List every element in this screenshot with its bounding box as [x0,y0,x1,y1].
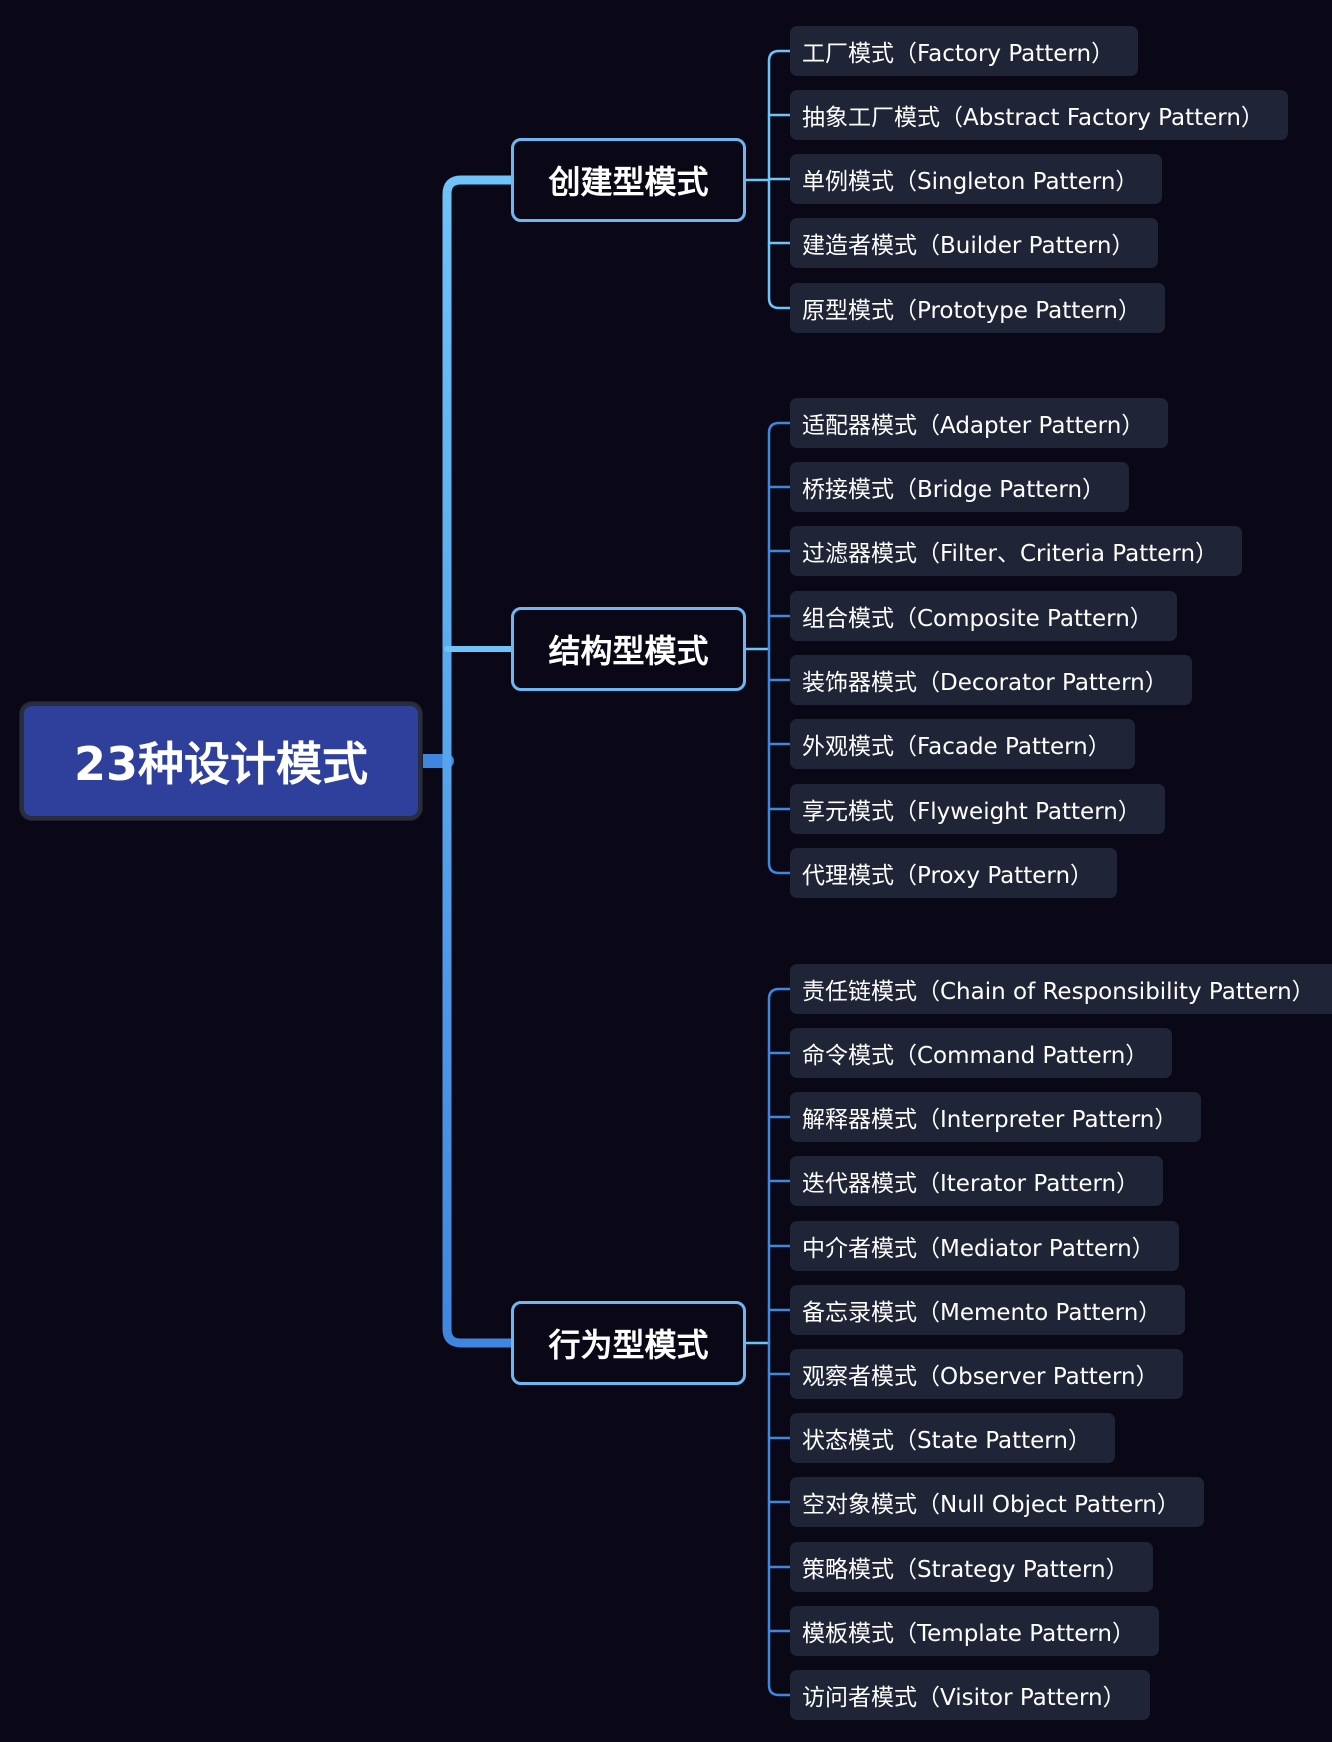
leaf-node[interactable]: 解释器模式（Interpreter Pattern） [790,1092,1202,1142]
branch-node-structural[interactable]: 结构型模式 [511,607,746,691]
leaf-node[interactable]: 工厂模式（Factory Pattern） [790,26,1139,76]
trunk-connector [442,175,516,1348]
leaf-bracket [767,987,792,1697]
leaf-bracket [767,421,792,875]
leaf-node[interactable]: 备忘录模式（Memento Pattern） [790,1285,1186,1335]
leaf-node[interactable]: 访问者模式（Visitor Pattern） [790,1670,1150,1720]
root-node[interactable]: 23种设计模式 [20,702,422,820]
leaf-node[interactable]: 策略模式（Strategy Pattern） [790,1542,1153,1592]
leaf-node[interactable]: 单例模式（Singleton Pattern） [790,154,1163,204]
leaf-node[interactable]: 责任链模式（Chain of Responsibility Pattern） [790,964,1332,1014]
leaf-node[interactable]: 代理模式（Proxy Pattern） [790,848,1118,898]
leaf-node[interactable]: 观察者模式（Observer Pattern） [790,1349,1183,1399]
branch-node-creational[interactable]: 创建型模式 [511,138,746,222]
leaf-node[interactable]: 桥接模式（Bridge Pattern） [790,462,1130,512]
leaf-node[interactable]: 迭代器模式（Iterator Pattern） [790,1156,1164,1206]
leaf-node[interactable]: 适配器模式（Adapter Pattern） [790,398,1169,448]
branch-node-behavioral[interactable]: 行为型模式 [511,1301,746,1385]
leaf-node[interactable]: 享元模式（Flyweight Pattern） [790,784,1165,834]
leaf-node[interactable]: 抽象工厂模式（Abstract Factory Pattern） [790,90,1288,140]
leaf-node[interactable]: 命令模式（Command Pattern） [790,1028,1173,1078]
leaf-node[interactable]: 装饰器模式（Decorator Pattern） [790,655,1192,705]
leaf-node[interactable]: 组合模式（Composite Pattern） [790,591,1177,641]
leaf-node[interactable]: 状态模式（State Pattern） [790,1413,1115,1463]
leaf-node[interactable]: 建造者模式（Builder Pattern） [790,218,1159,268]
leaf-node[interactable]: 外观模式（Facade Pattern） [790,719,1135,769]
leaf-node[interactable]: 过滤器模式（Filter、Criteria Pattern） [790,526,1243,576]
leaf-node[interactable]: 原型模式（Prototype Pattern） [790,283,1166,333]
leaf-node[interactable]: 空对象模式（Null Object Pattern） [790,1477,1204,1527]
leaf-node[interactable]: 中介者模式（Mediator Pattern） [790,1221,1179,1271]
leaf-node[interactable]: 模板模式（Template Pattern） [790,1606,1160,1656]
